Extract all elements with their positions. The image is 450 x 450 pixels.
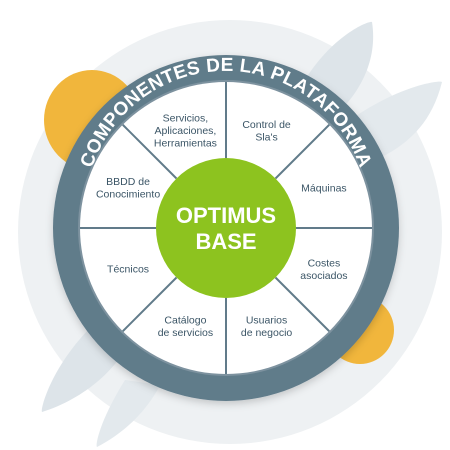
center-circle (156, 158, 296, 298)
segment-label-line: Aplicaciones, (154, 125, 216, 137)
segment-divider (122, 276, 178, 332)
segment-label-2: Máquinas (301, 182, 347, 194)
segment-label-6: Técnicos (107, 264, 149, 276)
segment-label-line: Sla's (255, 131, 277, 143)
segment-label-8: Servicios,Aplicaciones,Herramientas (154, 113, 217, 150)
segment-label-line: Control de (242, 119, 291, 131)
segment-label-line: Costes (308, 257, 341, 269)
segment-label-line: Usuarios (246, 315, 287, 327)
segment-label-line: Herramientas (154, 138, 217, 150)
segment-label-line: Servicios, (163, 113, 209, 125)
leaf-bottom (96, 380, 160, 447)
center-line-1: OPTIMUS (176, 203, 276, 228)
segment-label-line: de servicios (158, 327, 213, 339)
segment-divider (274, 276, 330, 332)
segment-label-line: Máquinas (301, 182, 347, 194)
center-line-2: BASE (195, 229, 256, 254)
segment-label-line: Catálogo (164, 315, 206, 327)
segment-label-line: de negocio (241, 327, 293, 339)
segment-divider (122, 124, 178, 180)
segment-label-line: BBDD de (106, 176, 150, 188)
segment-label-line: Conocimiento (96, 189, 160, 201)
segment-label-line: Técnicos (107, 264, 149, 276)
segment-label-line: asociados (300, 270, 347, 282)
segment-divider (274, 124, 330, 180)
